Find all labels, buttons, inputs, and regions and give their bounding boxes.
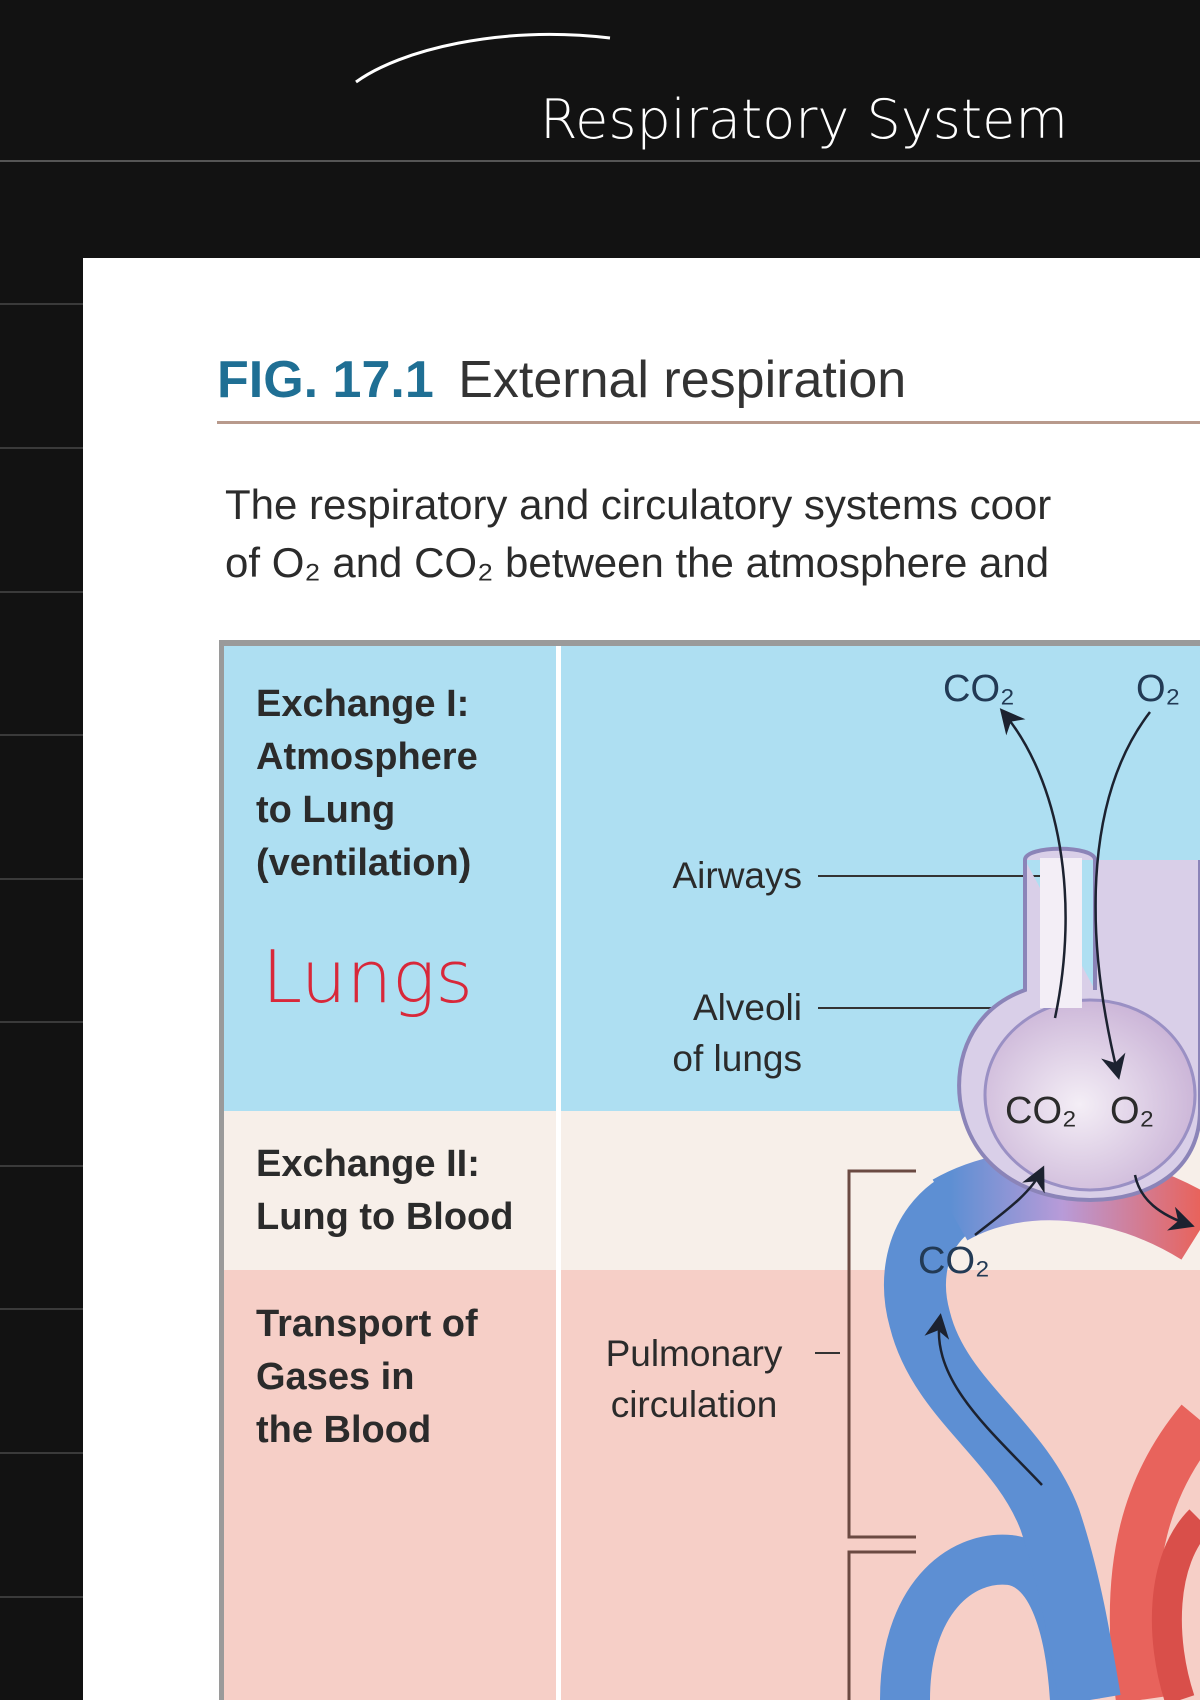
- o2-inhale-arrow: [1094, 711, 1151, 1080]
- artery: [1109, 1404, 1200, 1700]
- label-line: to Lung: [256, 789, 396, 831]
- label-line: Lung to Blood: [256, 1196, 514, 1238]
- label-line: of lungs: [672, 1038, 802, 1079]
- figure-heading: FIG. 17.1 External respiration: [217, 350, 906, 410]
- caption-line: The respiratory and circulatory systems …: [225, 481, 1052, 528]
- figure-title: External respiration: [458, 351, 907, 409]
- gas-o2-atmosphere: O₂: [1136, 668, 1181, 710]
- label-pulmonary-circulation: Pulmonary circulation: [580, 1328, 808, 1430]
- label-line: Gases in: [256, 1356, 415, 1398]
- label-line: Exchange I:: [256, 683, 470, 725]
- label-line: Pulmonary: [605, 1333, 783, 1374]
- label-airways: Airways: [672, 855, 802, 896]
- label-line: Alveoli: [693, 987, 802, 1028]
- heading-underline: [217, 421, 1200, 424]
- gas-o2-alveolus: O₂: [1110, 1090, 1155, 1132]
- label-line: Atmosphere: [256, 736, 478, 778]
- notebook-rule: [0, 734, 83, 736]
- notebook-rule: [0, 303, 83, 305]
- title-swoosh: [355, 32, 611, 84]
- notebook-rule: [0, 878, 83, 880]
- row-label-transport: Transport of Gases in the Blood: [256, 1298, 478, 1457]
- notebook-rule: [0, 1165, 83, 1167]
- co2-exhale-arrow: [999, 708, 1067, 1019]
- notebook-rule: [0, 447, 83, 449]
- systemic-bracket: [847, 1550, 916, 1700]
- column-divider: [556, 646, 561, 1700]
- alveolus-bulb: [983, 998, 1197, 1192]
- notebook-rule: [0, 1308, 83, 1310]
- notebook-rule: [0, 1596, 83, 1598]
- gas-co2-alveolus: CO₂: [1005, 1090, 1077, 1132]
- label-line: circulation: [610, 1384, 778, 1425]
- notebook-rule: [0, 1021, 83, 1023]
- label-alveoli: Alveoli of lungs: [600, 982, 802, 1084]
- label-line: Transport of: [256, 1303, 478, 1345]
- artery: [1151, 1509, 1200, 1700]
- row-label-exchange-2: Exchange II: Lung to Blood: [256, 1138, 513, 1244]
- notebook-rule: [0, 160, 1200, 162]
- figure-number: FIG. 17.1: [217, 351, 434, 409]
- co2-diffusion-arrow: [974, 1165, 1045, 1236]
- notebook-rule: [0, 1452, 83, 1454]
- pulmonary-bracket: [847, 1169, 916, 1539]
- blood-flow-arrow: [924, 1313, 1043, 1486]
- figure-caption: The respiratory and circulatory systems …: [225, 476, 1195, 592]
- handwritten-title: Respiratory System: [540, 88, 1068, 151]
- caption-line: of O₂ and CO₂ between the atmosphere and: [225, 539, 1050, 586]
- handwritten-annotation: Lungs: [262, 935, 473, 1019]
- gas-co2-atmosphere: CO₂: [943, 668, 1015, 710]
- label-line: the Blood: [256, 1409, 432, 1451]
- label-line: (ventilation): [256, 842, 472, 884]
- gas-co2-blood: CO₂: [918, 1240, 990, 1282]
- o2-diffusion-arrow: [1133, 1174, 1195, 1231]
- row-label-exchange-1: Exchange I: Atmosphere to Lung (ventilat…: [256, 678, 478, 890]
- label-line: Exchange II:: [256, 1143, 480, 1185]
- notebook-rule: [0, 591, 83, 593]
